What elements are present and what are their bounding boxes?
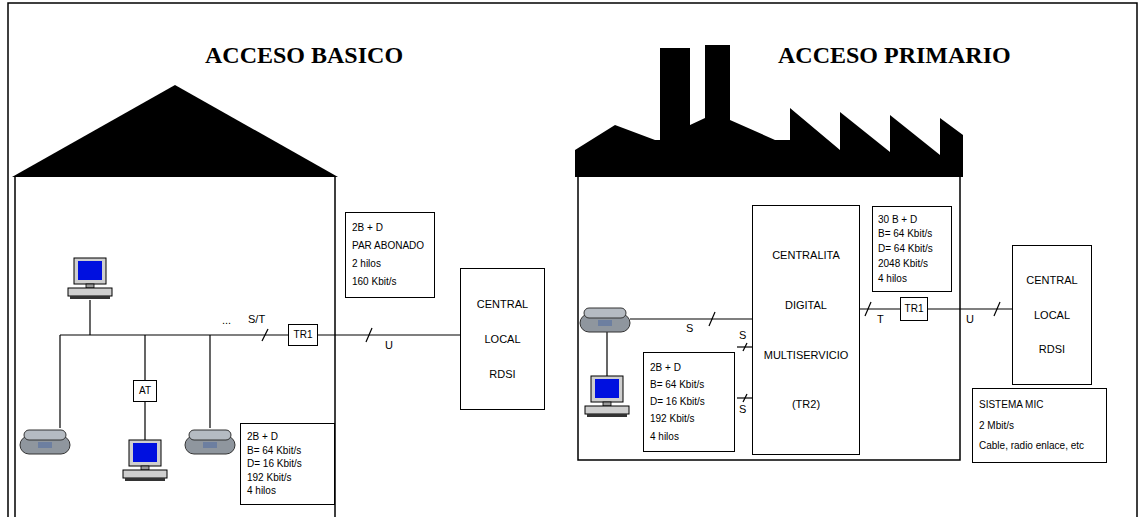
signal-label: S xyxy=(686,322,693,335)
phone-icon xyxy=(580,308,630,332)
node-text: LOCAL xyxy=(484,333,520,346)
node-box: 2B + D B= 64 Kbit/s D= 16 Kbit/s 192 Kbit/s… xyxy=(643,352,735,452)
node-box: 2B + D B= 64 Kbit/sD= 16 Kbit/s 192 Kbit/s… xyxy=(240,423,335,505)
phone-icon xyxy=(20,430,70,454)
connector-line xyxy=(318,334,460,335)
node-box: 30 B + D B= 64 Kbit/s D= 64 Kbit/s 2048 Kbi… xyxy=(872,206,952,292)
signal-label: S xyxy=(739,403,746,416)
node-text: 4 hilos xyxy=(878,273,907,285)
node-box: AT xyxy=(133,380,157,402)
house-wall xyxy=(15,177,335,517)
node-text: D= 16 Kbit/s xyxy=(247,458,302,470)
node-text: 4 hilos xyxy=(650,431,679,443)
interface-label: T xyxy=(876,313,885,326)
frame xyxy=(8,3,1137,517)
node-text: RDSI xyxy=(489,368,515,381)
node-text: 2B + D xyxy=(247,431,278,443)
node-text: CENTRAL xyxy=(1026,274,1077,287)
node-text: B= 64 Kbit/s xyxy=(878,228,932,240)
node-text: RDSI xyxy=(1039,343,1065,356)
node-text: D= 16 Kbit/s xyxy=(650,396,705,408)
node-box: SISTEMA MIC 2 Mbit/sCable, radio enlace, … xyxy=(972,388,1107,463)
heading-text: ACCESO PRIMARIO xyxy=(778,42,1011,70)
node-text: 2B + D xyxy=(650,362,681,374)
node-text: PAR ABONADO xyxy=(352,240,424,252)
node-text: 4 hilos xyxy=(247,485,276,497)
node-text: (TR2) xyxy=(792,398,820,411)
node-text: 160 Kbit/s xyxy=(352,276,396,288)
node-box: CENTRAL LOCAL RDSI xyxy=(460,268,545,410)
node-text: Cable, radio enlace, etc xyxy=(979,440,1084,452)
node-text: TR1 xyxy=(905,303,924,315)
pc-icon xyxy=(123,440,167,481)
node-text: 2 hilos xyxy=(352,258,381,270)
interface-label: U xyxy=(965,313,975,326)
node-text: CENTRAL xyxy=(477,298,528,311)
node-text: B= 64 Kbit/s xyxy=(650,379,704,391)
connector-line xyxy=(860,308,900,309)
interface-label: U xyxy=(384,339,394,352)
node-text: LOCAL xyxy=(1034,309,1070,322)
node-text: 2 Mbit/s xyxy=(979,420,1014,432)
signal-label: S xyxy=(739,329,746,342)
factory-wall xyxy=(578,175,960,460)
node-box: TR1 xyxy=(900,297,928,321)
house-roof xyxy=(12,85,338,177)
signal-label: S/T xyxy=(248,313,265,326)
node-text: CENTRALITA xyxy=(772,249,840,262)
node-text: B= 64 Kbit/s xyxy=(247,445,301,457)
pc-icon xyxy=(68,258,112,299)
node-text: SISTEMA MIC xyxy=(979,399,1043,411)
node-text: D= 64 Kbit/s xyxy=(878,243,933,255)
node-box: CENTRAL LOCAL RDSI xyxy=(1012,245,1092,385)
pc-icon xyxy=(585,376,629,417)
node-text: MULTISERVICIO xyxy=(764,349,849,362)
node-text: DIGITAL xyxy=(785,299,827,312)
node-text: TR1 xyxy=(294,329,313,341)
heading-text: ACCESO BASICO xyxy=(205,42,403,70)
node-text: AT xyxy=(139,385,151,397)
node-box: CENTRALITA DIGITAL MULTISERVICIO (TR2) xyxy=(752,205,860,455)
node-box: TR1 xyxy=(288,324,318,346)
node-box: 2B + D PAR ABONADO 2 hilos 160 Kbit/s xyxy=(345,212,435,298)
node-text: 30 B + D xyxy=(878,214,917,226)
node-text: 192 Kbit/s xyxy=(650,413,694,425)
node-text: 2048 Kbit/s xyxy=(878,258,928,270)
bus-wires xyxy=(60,300,372,440)
phone-icon xyxy=(185,430,235,454)
connector-line xyxy=(928,308,1012,309)
node-text: 192 Kbit/s xyxy=(247,472,291,484)
signal-label: ... xyxy=(222,314,231,327)
node-text: 2B + D xyxy=(352,222,383,234)
